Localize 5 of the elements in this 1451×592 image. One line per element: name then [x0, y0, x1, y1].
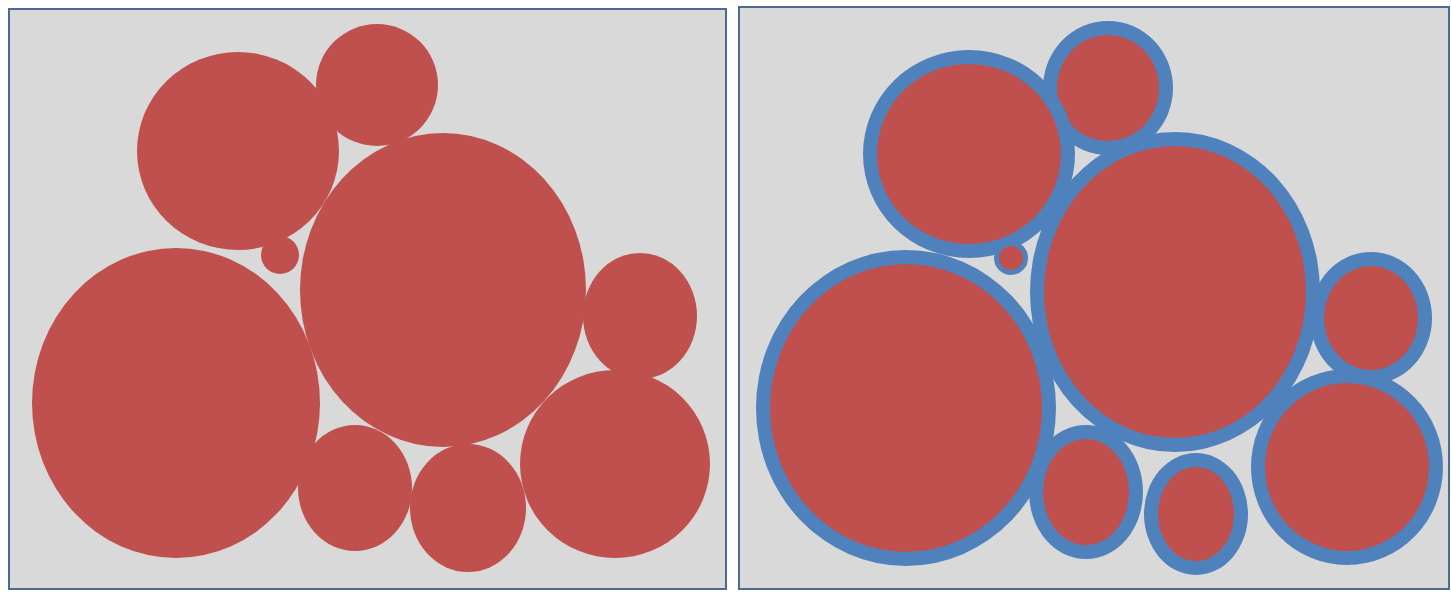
circle	[1144, 453, 1248, 575]
circle	[994, 241, 1028, 275]
panel	[738, 6, 1450, 590]
circle	[261, 236, 299, 274]
panel	[8, 8, 727, 590]
